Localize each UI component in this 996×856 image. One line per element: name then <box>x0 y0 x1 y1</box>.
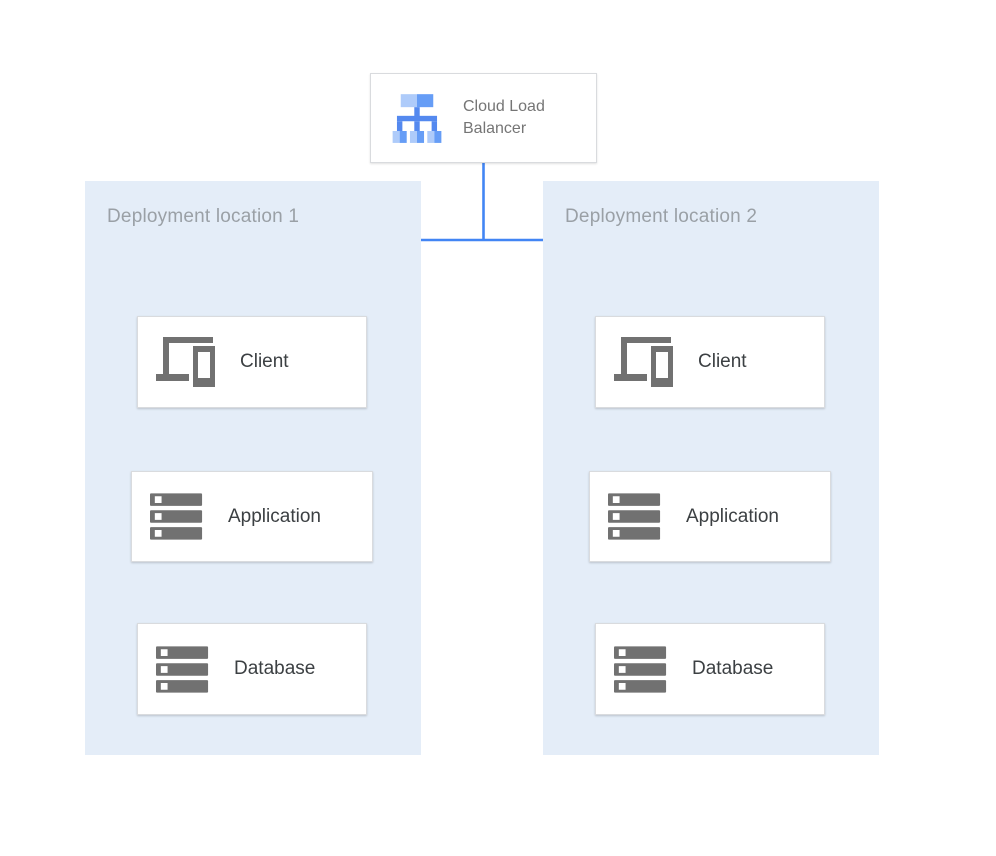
node-cloud-load-balancer: Cloud Load Balancer <box>370 73 597 163</box>
region-deployment-location-2: Deployment location 2 Client <box>543 181 879 755</box>
server-icon <box>608 493 662 540</box>
region-deployment-location-1: Deployment location 1 Client <box>85 181 421 755</box>
node-database: Database <box>595 623 825 715</box>
node-database: Database <box>137 623 367 715</box>
server-icon <box>156 645 210 693</box>
node-label: Database <box>692 658 774 679</box>
node-label: Application <box>228 505 321 527</box>
server-icon <box>150 493 204 540</box>
node-application: Application <box>131 471 373 562</box>
region-label: Deployment location 2 <box>565 206 758 227</box>
node-label: Client <box>240 351 289 372</box>
devices-icon <box>156 337 216 387</box>
devices-icon <box>614 337 674 387</box>
node-application: Application <box>589 471 831 562</box>
node-client: Client <box>137 316 367 408</box>
node-client: Client <box>595 316 825 408</box>
region-label: Deployment location 1 <box>107 206 300 227</box>
node-label: Application <box>686 505 779 527</box>
node-label: Cloud Load Balancer <box>463 98 545 137</box>
node-label: Client <box>698 351 747 372</box>
node-label: Database <box>234 658 316 679</box>
server-icon <box>614 645 668 693</box>
load-balancer-icon <box>391 92 443 144</box>
